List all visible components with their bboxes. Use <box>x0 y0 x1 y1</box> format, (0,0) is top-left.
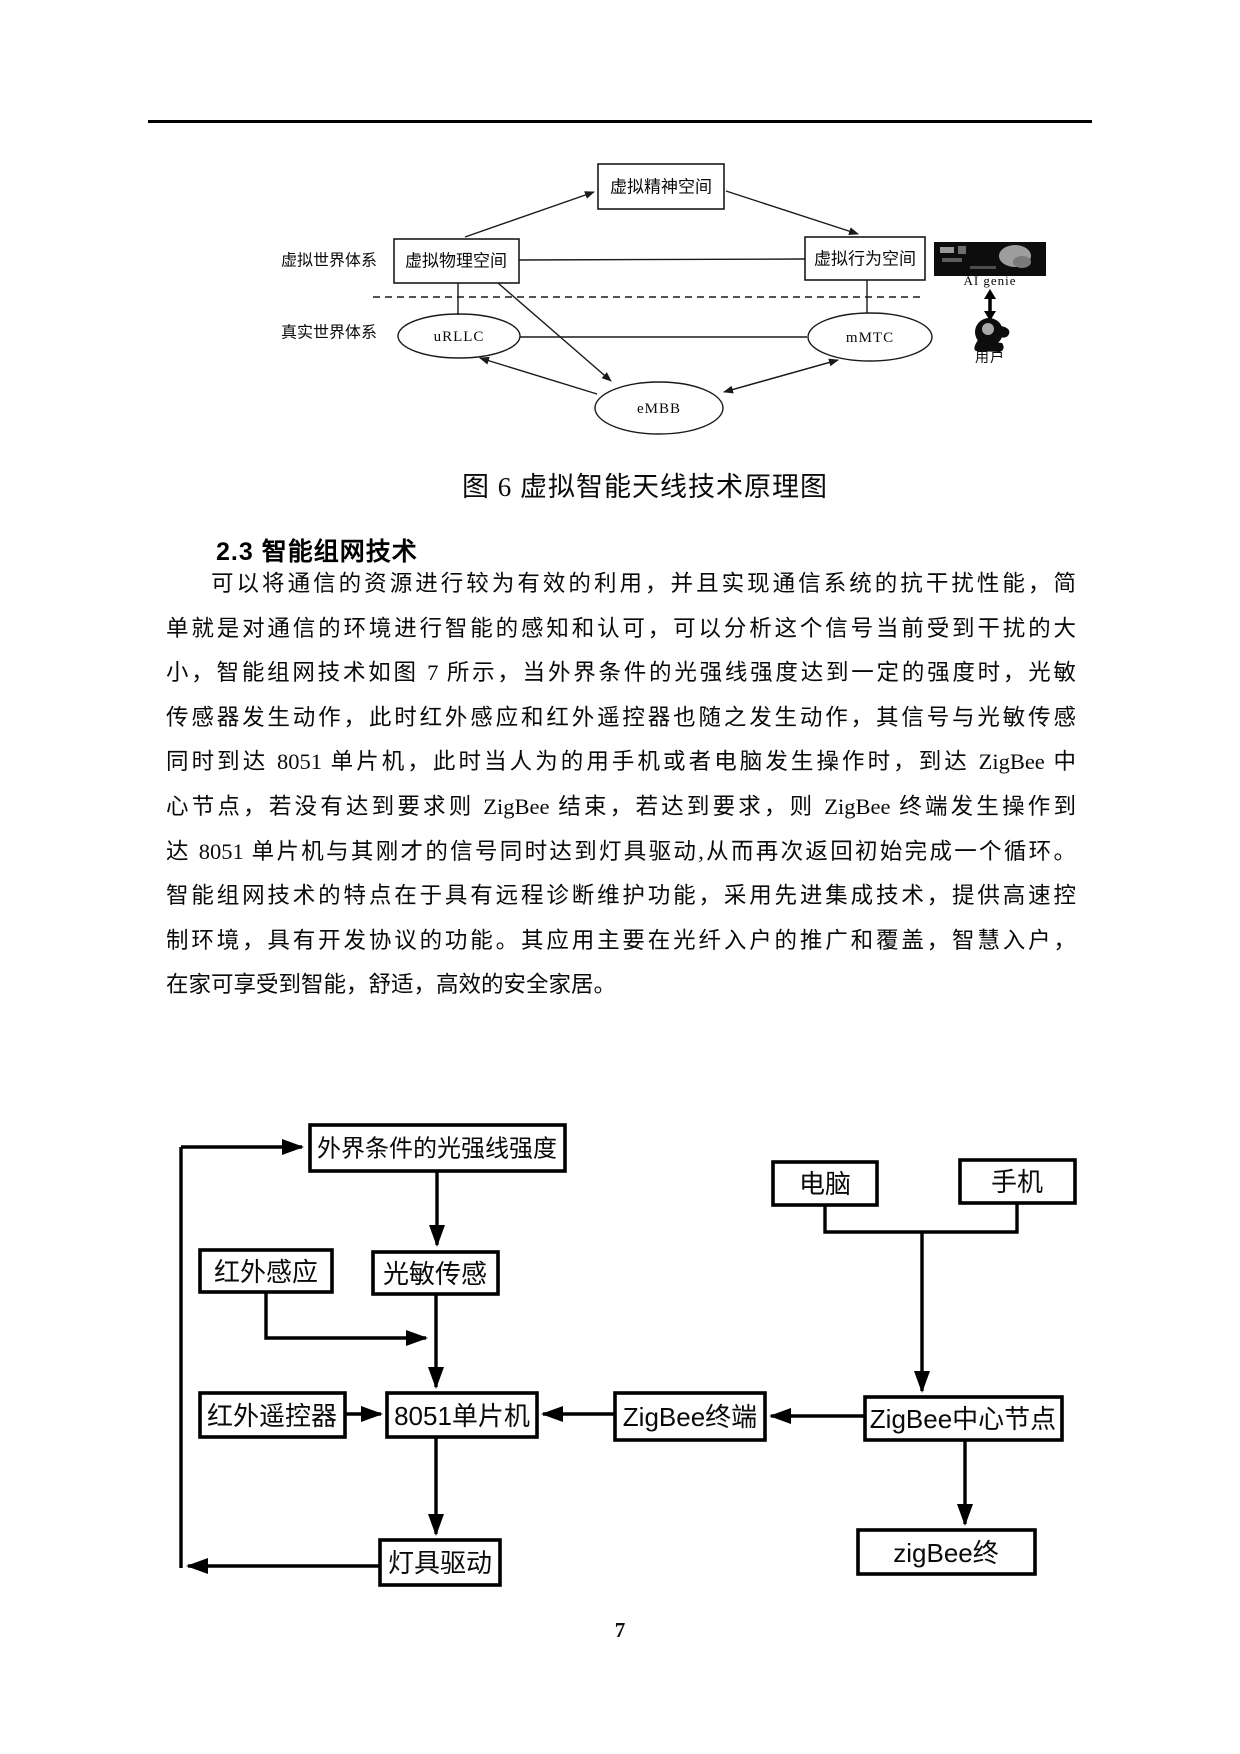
ir-sense-label: 红外感应 <box>214 1257 318 1287</box>
edge-irsense-join <box>264 1292 428 1346</box>
node-lamp-drive: 灯具驱动 <box>378 1538 502 1587</box>
node-ir-sense: 红外感应 <box>198 1248 334 1294</box>
node-photo-sense: 光敏传感 <box>371 1250 500 1296</box>
lamp-drive-label: 灯具驱动 <box>388 1548 492 1578</box>
ir-remote-label: 红外遥控器 <box>207 1401 337 1431</box>
paragraph-line: 制环境，具有开发协议的功能。其应用主要在光纤入户的推广和覆盖，智慧入户， <box>166 927 1076 953</box>
paragraph-line: 可以将通信的资源进行较为有效的利用，并且实现通信系统的抗干扰性能，简 <box>211 571 1076 596</box>
edge-embb-to-mmtc <box>723 358 839 393</box>
node-phone: 手机 <box>958 1158 1077 1205</box>
ellipse-mmtc: mMTC <box>807 312 933 362</box>
edge-embb-to-urllc <box>479 356 598 395</box>
paragraph-line: 达 8051 单片机与其刚才的信号同时达到灯具驱动,从而再次返回初始完成一个循环… <box>166 838 1076 864</box>
figure7-flowchart: 外界条件的光强线强度 红外感应 光敏传感 红外遥控器 8051单片机 ZigBe… <box>179 1123 1077 1587</box>
user-icon <box>974 318 1010 352</box>
node-light-intensity: 外界条件的光强线强度 <box>308 1123 567 1173</box>
photo-sense-label: 光敏传感 <box>383 1259 487 1289</box>
header-rule <box>148 120 1092 123</box>
urllc-label: uRLLC <box>434 329 485 345</box>
zigbee-terminal-label: ZigBee终端 <box>623 1402 757 1432</box>
paragraph-line: 心节点，若没有达到要求则 ZigBee 结束，若达到要求，则 ZigBee 终端… <box>166 793 1076 819</box>
up-down-arrow-icon <box>984 289 996 321</box>
box-virtual-spirit-space: 虚拟精神空间 <box>597 163 725 210</box>
ai-genie-image <box>934 242 1046 276</box>
ellipse-urllc: uRLLC <box>397 313 521 359</box>
virtual-spirit-space-label: 虚拟精神空间 <box>610 178 712 197</box>
paragraph-line: 智能组网技术的特点在于具有远程诊断维护功能，采用先进集成技术，提供高速控 <box>166 883 1076 909</box>
box-virtual-physical-space: 虚拟物理空间 <box>393 238 520 284</box>
paragraph-line: 同时到达 8051 单片机，此时当人为的用手机或者电脑发生操作时，到达 ZigB… <box>166 749 1076 775</box>
phone-label: 手机 <box>991 1167 1043 1197</box>
node-pc: 电脑 <box>771 1160 879 1207</box>
edge-spirit-to-behavior <box>725 190 859 236</box>
node-ir-remote: 红外遥控器 <box>198 1391 347 1439</box>
section-heading: 2.3 智能组网技术 <box>216 538 418 566</box>
figure6-caption: 图 6 虚拟智能天线技术原理图 <box>462 472 828 502</box>
zigbee-end-label: zigBee终 <box>893 1538 999 1568</box>
paragraph-line: 小，智能组网技术如图 7 所示，当外界条件的光强线强度达到一定的强度时，光敏 <box>166 660 1076 686</box>
mmtc-label: mMTC <box>846 330 894 346</box>
virtual-behavior-space-label: 虚拟行为空间 <box>814 250 916 269</box>
node-mcu-8051: 8051单片机 <box>385 1391 539 1439</box>
zigbee-center-label: ZigBee中心节点 <box>870 1404 1056 1434</box>
paragraph-line: 传感器发生动作，此时红外感应和红外遥控器也随之发生动作，其信号与光敏传感 <box>166 704 1076 730</box>
embb-label: eMBB <box>637 401 681 417</box>
ai-genie-label: AI genie <box>963 273 1016 288</box>
node-zigbee-center: ZigBee中心节点 <box>863 1395 1064 1442</box>
user-label: 用户 <box>975 349 1005 366</box>
virtual-physical-space-label: 虚拟物理空间 <box>405 252 507 271</box>
mcu-8051-label: 8051单片机 <box>394 1401 530 1431</box>
edge-physical-to-spirit <box>464 191 595 238</box>
virtual-world-system-label: 虚拟世界体系 <box>281 252 377 270</box>
edge-physical-to-embb <box>497 282 612 382</box>
node-zigbee-end: zigBee终 <box>856 1528 1037 1576</box>
paragraph-line: 单就是对通信的环境进行智能的感知和认可，可以分析这个信号当前受到干扰的大 <box>166 615 1076 641</box>
edge-physical-behavior <box>518 258 806 261</box>
node-zigbee-terminal: ZigBee终端 <box>613 1391 767 1442</box>
light-intensity-label: 外界条件的光强线强度 <box>317 1136 557 1163</box>
pc-label: 电脑 <box>799 1169 851 1199</box>
real-world-system-label: 真实世界体系 <box>281 324 377 342</box>
edge-pc-phone-merge <box>823 1203 1019 1234</box>
box-virtual-behavior-space: 虚拟行为空间 <box>804 236 926 281</box>
body-paragraph: 可以将通信的资源进行较为有效的利用，并且实现通信系统的抗干扰性能，简 单就是对通… <box>166 562 1076 1008</box>
paragraph-line: 在家可享受到智能，舒适，高效的安全家居。 <box>166 972 617 998</box>
page-number: 7 <box>614 1618 626 1642</box>
figure6-diagram: 虚拟精神空间 虚拟物理空间 虚拟行为空间 虚拟世界体系 真实世界体系 uRLLC… <box>281 163 1046 435</box>
ellipse-embb: eMBB <box>594 381 724 435</box>
